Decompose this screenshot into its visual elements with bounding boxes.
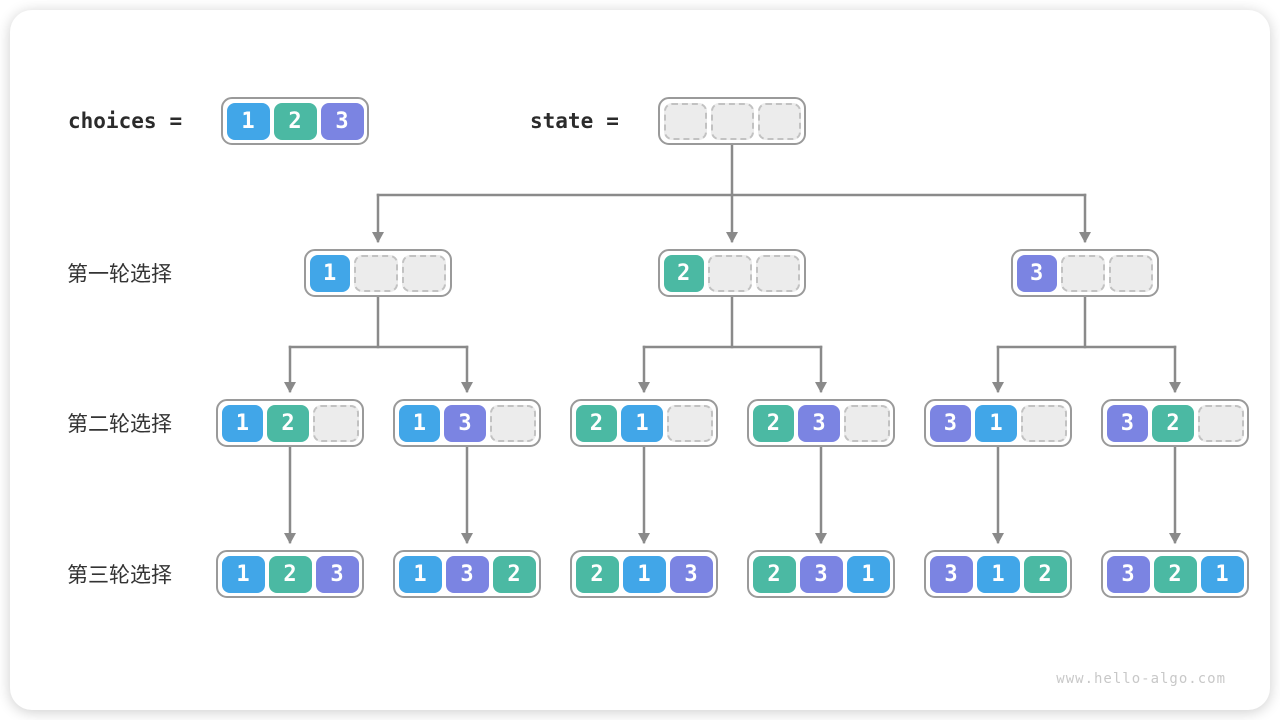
array-cell-filled: 2 — [267, 404, 309, 442]
array-cell-filled: 3 — [320, 102, 364, 140]
array-cell-filled: 1 — [1200, 555, 1244, 593]
array-cell-empty — [663, 102, 707, 140]
array-cell-filled: 1 — [621, 404, 663, 442]
array-cell-filled: 3 — [315, 555, 359, 593]
array-cell-filled: 2 — [575, 404, 618, 442]
row-label-round-3: 第三轮选择 — [67, 563, 172, 587]
array-cell-filled: 3 — [444, 404, 486, 442]
array-cell-filled: 3 — [929, 404, 972, 442]
tree-connectors — [284, 143, 1181, 544]
array-cell-filled: 1 — [976, 555, 1020, 593]
array-cell-empty — [312, 404, 359, 442]
array-cell-filled: 3 — [1106, 404, 1149, 442]
choices-equals-sign: = — [169, 109, 183, 133]
array-cell-filled: 2 — [752, 555, 796, 593]
array-cell-filled: 2 — [492, 555, 536, 593]
array-cell-empty — [1060, 254, 1106, 292]
array-cell-empty — [710, 102, 754, 140]
array-cell-empty — [843, 404, 890, 442]
array-cell-empty — [756, 254, 801, 292]
array-cell-filled: 1 — [309, 254, 350, 292]
state-array — [658, 97, 806, 145]
state-equals-sign: = — [606, 109, 619, 133]
array-cell-filled: 2 — [268, 555, 312, 593]
array-cell-filled: 2 — [752, 404, 795, 442]
array-cell-filled: 3 — [798, 404, 840, 442]
array-cell-filled: 3 — [929, 555, 973, 593]
array-cell-filled: 2 — [1152, 404, 1194, 442]
array-cell-empty — [666, 404, 713, 442]
watermark: www.hello-algo.com — [1056, 671, 1226, 687]
array-cell-filled: 1 — [975, 404, 1017, 442]
choices-label-row: choices = — [68, 97, 182, 145]
array-cell-filled: 2 — [663, 254, 704, 292]
array-cell-empty — [757, 102, 801, 140]
array-cell-filled: 1 — [846, 555, 890, 593]
array-cell-filled: 2 — [575, 555, 619, 593]
array-cell-filled: 3 — [799, 555, 843, 593]
state-node-round1-1: 1 — [304, 249, 452, 297]
row-label-round-1: 第一轮选择 — [67, 262, 172, 286]
array-cell-empty — [353, 254, 399, 292]
array-cell-filled: 1 — [221, 404, 264, 442]
state-label-row: state = — [530, 97, 619, 145]
array-cell-empty — [489, 404, 536, 442]
state-label: state — [530, 109, 594, 133]
array-cell-filled: 1 — [622, 555, 666, 593]
array-cell-filled: 2 — [273, 102, 317, 140]
state-node-round1-3: 3 — [1011, 249, 1159, 297]
array-cell-filled: 1 — [398, 555, 442, 593]
array-cell-filled: 2 — [1153, 555, 1197, 593]
choices-label: choices — [68, 109, 157, 133]
array-cell-empty — [402, 254, 447, 292]
array-cell-filled: 1 — [221, 555, 265, 593]
array-cell-empty — [1020, 404, 1067, 442]
array-cell-filled: 3 — [1016, 254, 1057, 292]
array-cell-filled: 1 — [226, 102, 270, 140]
array-cell-filled: 3 — [445, 555, 489, 593]
array-cell-empty — [1109, 254, 1154, 292]
array-cell-empty — [1197, 404, 1244, 442]
array-cell-filled: 2 — [1023, 555, 1067, 593]
array-cell-filled: 3 — [1106, 555, 1150, 593]
array-cell-filled: 1 — [398, 404, 441, 442]
row-label-round-2: 第二轮选择 — [67, 412, 172, 436]
array-cell-filled: 3 — [669, 555, 713, 593]
state-node-round1-2: 2 — [658, 249, 806, 297]
array-cell-empty — [707, 254, 753, 292]
